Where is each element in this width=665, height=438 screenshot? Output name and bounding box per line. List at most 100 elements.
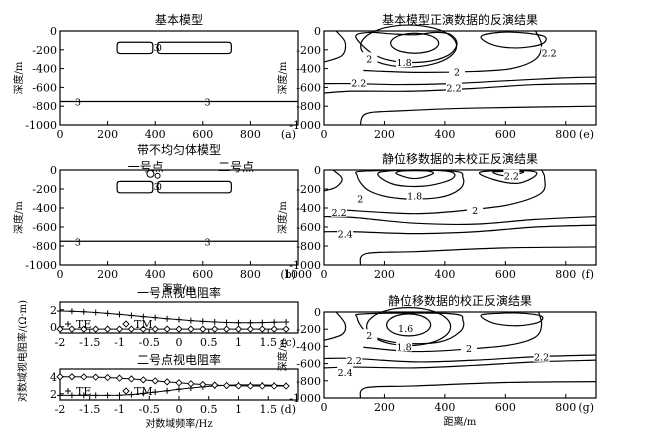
contour-line [355, 312, 465, 345]
x-tick-label: 600 [495, 128, 516, 141]
y-tick-label: -600 [296, 221, 321, 234]
marker-plus [128, 391, 135, 398]
marker-plus [283, 318, 290, 325]
marker-diamond [246, 382, 255, 390]
x-tick-label: 0 [57, 268, 64, 281]
x-tick-label: 0 [321, 128, 328, 141]
contour-label: 2.2 [332, 208, 347, 219]
marker-diamond [199, 380, 207, 389]
resistive-block [156, 180, 232, 194]
contour-label: 2.2 [534, 353, 549, 364]
contour-line [323, 83, 597, 94]
marker-plus [68, 392, 75, 399]
x-tick-label: 800 [240, 128, 261, 141]
y-axis-label: 深度/m [12, 201, 25, 234]
marker-plus [199, 318, 206, 325]
contour-label: 2 [357, 195, 363, 206]
marker-diamond [151, 377, 159, 385]
contour-line [355, 169, 465, 200]
contour-line [480, 312, 544, 327]
x-tick-label: -1 [114, 403, 125, 416]
marker-diamond [282, 382, 290, 390]
marker-diamond [92, 373, 100, 381]
y-tick-label: -400 [296, 63, 321, 76]
marker-diamond [115, 325, 124, 333]
marker-diamond [68, 373, 76, 381]
x-tick-label: 1.5 [260, 403, 278, 416]
x-axis-label: 距离/m [444, 415, 477, 428]
x-axis-label: 距离/m [163, 282, 196, 295]
y-tick-label: 2 [50, 388, 57, 401]
marker-diamond [127, 325, 136, 333]
x-tick-label: 0.5 [200, 336, 218, 349]
x-tick-label: 400 [145, 128, 166, 141]
y-tick-label: -400 [296, 202, 321, 215]
contour-label-bg [541, 46, 558, 58]
marker-plus [92, 309, 99, 316]
interface-label: 3 [205, 98, 211, 109]
chart-title: 基本模型 [155, 13, 203, 27]
marker-plus [80, 308, 87, 315]
contour-line [355, 31, 458, 64]
y-tick-label: -400 [32, 63, 57, 76]
marker-plus [104, 392, 111, 399]
marker-diamond [139, 376, 147, 384]
panel-label: (f) [581, 268, 594, 281]
marker-plus [259, 319, 266, 326]
x-tick-label: 400 [434, 401, 455, 414]
marker-diamond [127, 375, 136, 383]
contour-label-bg [361, 52, 378, 64]
x-tick-label: 800 [555, 128, 576, 141]
marker-plus [57, 307, 63, 314]
marker-plus [140, 313, 147, 320]
conductive-block [116, 41, 154, 55]
marker-plus [176, 316, 182, 323]
marker-diamond [92, 325, 100, 333]
x-tick-label: 400 [145, 268, 166, 281]
shared-y-axis-label: 对数域视电阻率/(Ω·m) [16, 300, 29, 402]
contour-label-bg [361, 329, 378, 341]
y-tick-label: -600 [296, 358, 321, 371]
x-tick-label: -0.5 [139, 336, 160, 349]
legend-te-label: TE [76, 318, 91, 331]
marker-diamond [234, 325, 243, 333]
x-tick-label: -0.5 [139, 403, 160, 416]
marker-diamond [80, 373, 88, 381]
marker-plus [92, 392, 99, 399]
panel-label: (g) [578, 401, 594, 414]
y-axis-label: 深度/m [276, 201, 289, 234]
chart-title: 基本模型正演数据的反演结果 [382, 12, 538, 27]
contour-label: 2.2 [446, 83, 461, 94]
y-tick-label: -200 [32, 183, 57, 196]
y-axis-label: 深度/m [12, 61, 25, 94]
marker-plus [116, 311, 123, 318]
y-tick-label: -800 [32, 100, 57, 113]
marker-diamond [115, 374, 124, 382]
block-value-label: 3 [154, 43, 160, 54]
contour-line [323, 215, 597, 226]
marker-diamond [139, 325, 147, 333]
y-tick-label: 0 [314, 306, 321, 319]
marker-diamond [258, 382, 266, 390]
x-tick-label: 0 [321, 401, 328, 414]
marker-plus [152, 389, 159, 396]
contour-label-bg [337, 366, 354, 378]
contour-label: 2 [472, 206, 478, 217]
contour-label-bg [461, 342, 478, 354]
contour-label-bg [337, 227, 354, 239]
block-value-label: 0 [156, 43, 162, 54]
contour-label: 2.2 [351, 79, 366, 90]
contour-label: 1.8 [397, 342, 412, 353]
contour-label-bg [346, 354, 363, 366]
contour-line [479, 169, 538, 184]
x-tick-label: 0 [57, 128, 64, 141]
x-tick-label: 200 [97, 268, 118, 281]
y-tick-label: -800 [296, 240, 321, 253]
marker-diamond [80, 325, 88, 333]
x-axis-label: 对数域频率/Hz [145, 417, 212, 430]
marker-diamond [211, 381, 219, 389]
marker-diamond [270, 325, 278, 333]
